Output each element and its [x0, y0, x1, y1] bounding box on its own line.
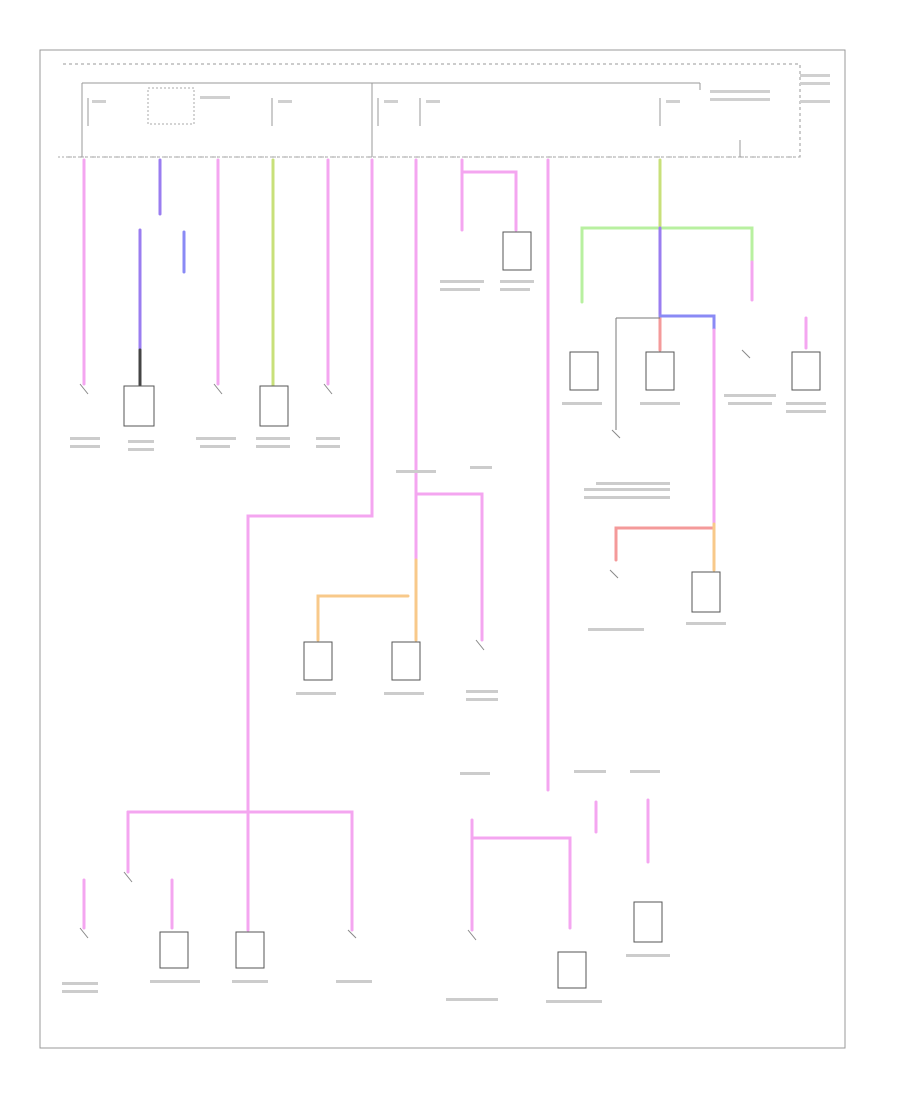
- component-box: [123, 231, 821, 989]
- wire-pink-bottom-center: [470, 798, 650, 932]
- wire-pink-center: [414, 158, 484, 642]
- component-captions: [62, 280, 826, 1003]
- wire-red-2: [614, 526, 716, 562]
- fuse-panel: [58, 63, 801, 158]
- fuse-panel-labels: [92, 74, 830, 103]
- wire-pink-5: [712, 260, 808, 526]
- wire-orange-1: [316, 558, 418, 642]
- wire-pink-4: [460, 158, 518, 232]
- wire-gray-1: [615, 317, 660, 430]
- wire-pink-main-left: [82, 158, 374, 932]
- wire-blue-2: [658, 314, 716, 332]
- wire-green-1: [580, 226, 754, 304]
- diagram-frame: [39, 49, 846, 1049]
- connector-marks: [79, 349, 751, 941]
